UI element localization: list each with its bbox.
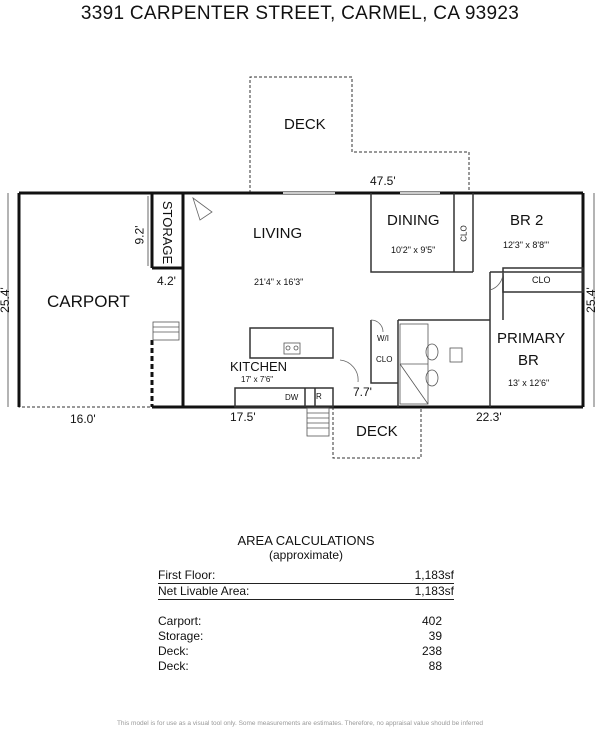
area-row: Net Livable Area: 1,183sf <box>158 584 454 600</box>
extra-row-value: 238 <box>421 644 442 658</box>
extra-row: Carport: 402 <box>158 614 442 629</box>
area-heading: AREA CALCULATIONS <box>237 533 375 548</box>
kitchen-label: KITCHEN <box>230 359 288 374</box>
extra-row: Deck: 88 <box>158 659 442 674</box>
deck-width-dim: 7.7' <box>353 385 372 399</box>
area-calculations: AREA CALCULATIONS (approximate) First Fl… <box>158 533 454 674</box>
br2-label: BR 2 <box>510 212 544 229</box>
area-row: First Floor: 1,183sf <box>158 568 454 584</box>
exterior-walls <box>17 191 585 409</box>
extra-row: Deck: 238 <box>158 644 442 659</box>
area-row-label: Net Livable Area: <box>158 584 250 598</box>
deck-bottom-outline <box>332 407 422 459</box>
carport-label: CARPORT <box>47 292 130 311</box>
area-subheading: (approximate) <box>268 548 344 562</box>
refrigerator-label: R <box>316 392 322 401</box>
right-height-dim: 25.4' <box>583 287 598 313</box>
deck-top-outline <box>249 76 470 193</box>
bath-fixtures <box>399 323 463 405</box>
extra-row-label: Carport: <box>158 614 202 628</box>
living-label: LIVING <box>253 225 303 242</box>
storage-width-dim: 4.2' <box>157 274 176 288</box>
br2-closet-label: CLO <box>532 275 551 285</box>
primary-dimensions: 13' x 12'6" <box>508 378 550 388</box>
dining-dimensions: 10'2" x 9'5" <box>391 245 436 255</box>
deck-top-label: DECK <box>284 116 326 133</box>
storage-label: STORAGE <box>160 200 176 265</box>
top-width-dim: 47.5' <box>370 174 396 188</box>
extra-row-value: 39 <box>428 629 442 643</box>
left-height-dim: 25.4' <box>0 287 12 313</box>
area-row-label: First Floor: <box>158 568 216 582</box>
stairs-icon <box>152 321 330 437</box>
area-row-value: 1,183sf <box>414 568 454 582</box>
living-dimensions: 21'4" x 16'3" <box>254 277 304 287</box>
kitchen-width-dim: 17.5' <box>230 410 256 424</box>
extra-row-label: Deck: <box>158 644 189 658</box>
kitchen-dimensions: 17' x 7'6" <box>241 375 274 384</box>
disclaimer-text: This model is for use as a visual tool o… <box>116 720 484 727</box>
sink-icon <box>283 342 301 355</box>
dining-closet-label: CLO <box>459 225 469 242</box>
walkin-closet-label: CLO <box>376 355 393 364</box>
extra-row: Storage: 39 <box>158 629 442 644</box>
extra-row-value: 402 <box>421 614 442 628</box>
walkin-label: W/I <box>377 334 389 343</box>
door-swings <box>192 196 504 383</box>
carport-width-dim: 16.0' <box>70 412 96 426</box>
interior-walls <box>234 193 584 408</box>
primary-width-dim: 22.3' <box>476 410 502 424</box>
extra-row-value: 88 <box>428 659 442 673</box>
dishwasher-label: DW <box>285 393 299 402</box>
extra-row-label: Deck: <box>158 659 189 673</box>
primary-label-line2: BR <box>518 352 539 369</box>
extra-row-label: Storage: <box>158 629 204 643</box>
storage-height-dim: 9.2' <box>132 225 147 245</box>
property-address-title: 3391 CARPENTER STREET, CARMEL, CA 93923 <box>80 3 520 24</box>
primary-label-line1: PRIMARY <box>497 330 566 347</box>
br2-dimensions: 12'3" x 8'8"' <box>503 240 550 250</box>
deck-bottom-label: DECK <box>356 423 398 440</box>
dining-label: DINING <box>387 212 440 229</box>
dimension-markers <box>7 193 595 407</box>
area-row-value: 1,183sf <box>414 584 454 598</box>
